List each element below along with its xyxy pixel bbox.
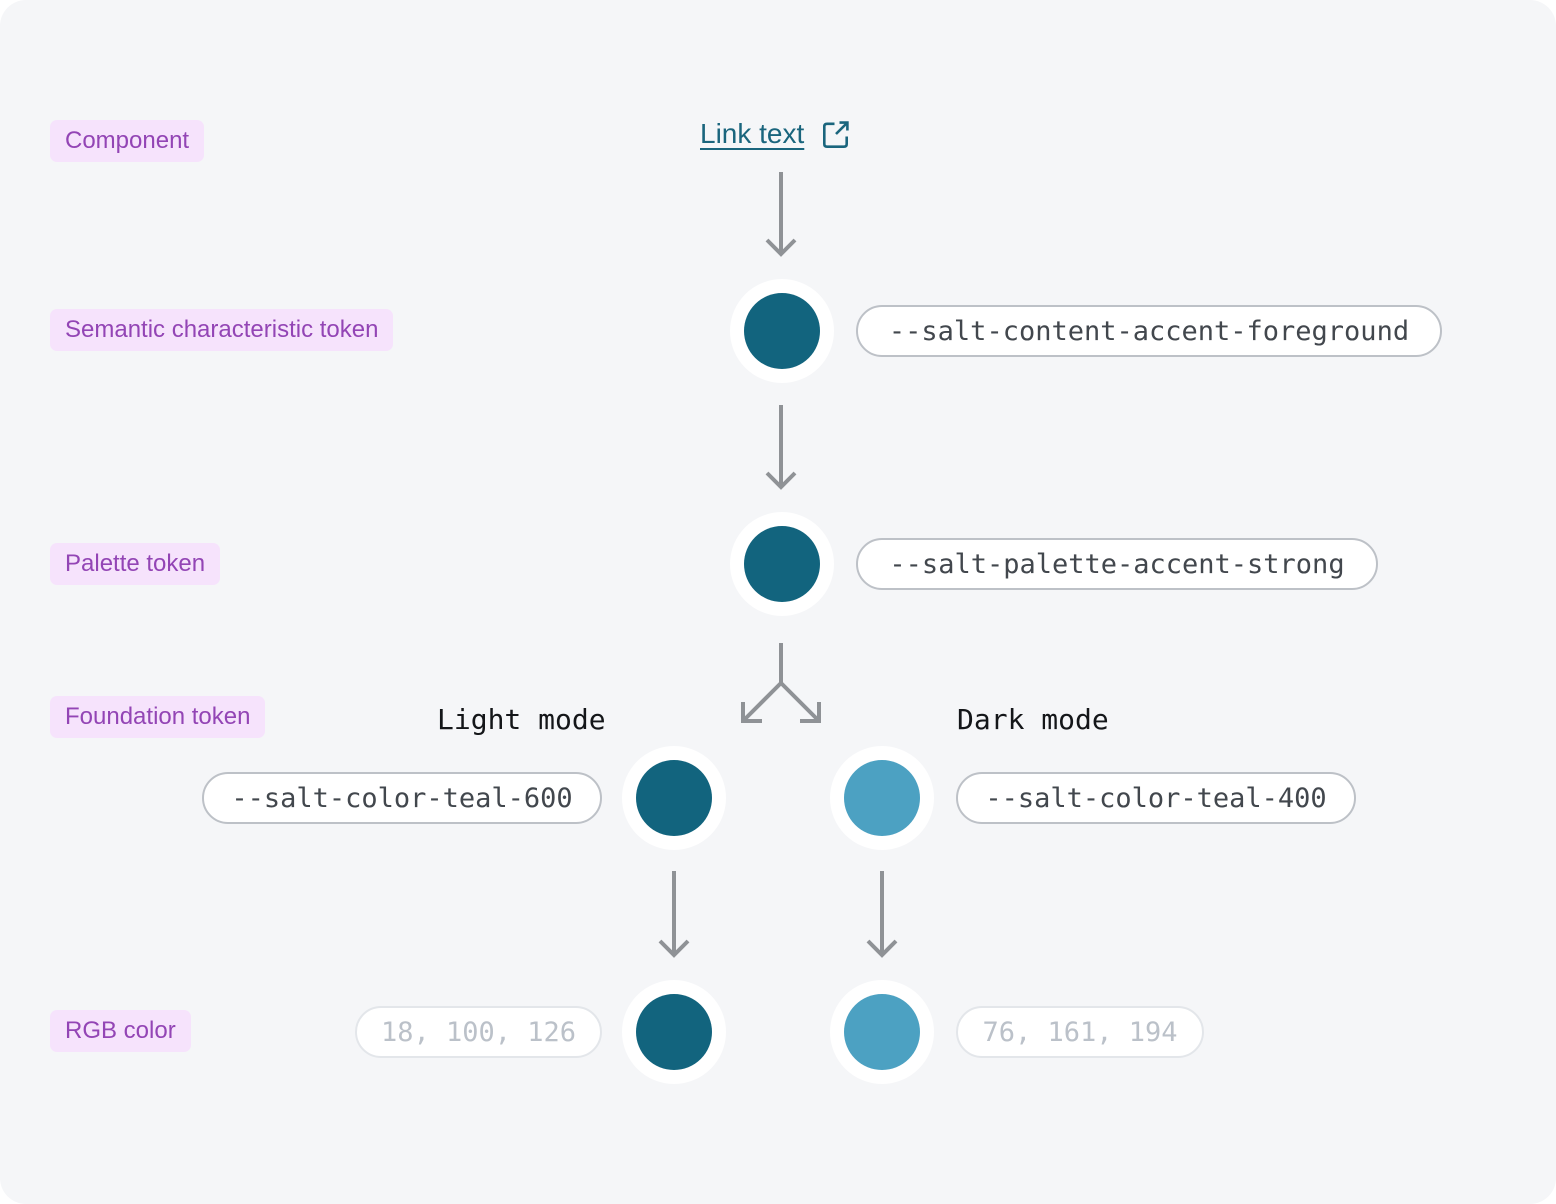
arrow-light-to-rgb	[654, 869, 694, 959]
light-mode-caption: Light mode	[437, 703, 606, 736]
component-row-label: Component	[50, 120, 205, 162]
arrow-semantic-to-palette	[761, 403, 801, 491]
arrow-palette-branch	[717, 641, 845, 725]
arrow-dark-to-rgb	[862, 869, 902, 959]
rgb-light-pill: 18, 100, 126	[355, 1006, 602, 1058]
component-link[interactable]: Link text	[700, 118, 851, 150]
rgb-row-label: RGB color	[50, 1010, 191, 1052]
foundation-dark-swatch	[844, 760, 920, 836]
rgb-light-node	[622, 980, 726, 1084]
foundation-dark-node	[830, 746, 934, 850]
palette-row-label: Palette token	[50, 543, 221, 585]
external-link-icon	[820, 119, 851, 150]
semantic-row-label: Semantic characteristic token	[50, 309, 394, 351]
palette-token-node	[730, 512, 834, 616]
foundation-light-pill: --salt-color-teal-600	[202, 772, 602, 824]
semantic-token-node	[730, 279, 834, 383]
rgb-light-swatch	[636, 994, 712, 1070]
semantic-token-swatch	[744, 293, 820, 369]
foundation-dark-pill: --salt-color-teal-400	[956, 772, 1356, 824]
foundation-light-node	[622, 746, 726, 850]
rgb-dark-swatch	[844, 994, 920, 1070]
foundation-light-swatch	[636, 760, 712, 836]
palette-token-swatch	[744, 526, 820, 602]
link-text[interactable]: Link text	[700, 118, 805, 149]
arrow-link-to-semantic	[761, 170, 801, 258]
dark-mode-caption: Dark mode	[957, 703, 1109, 736]
semantic-token-pill: --salt-content-accent-foreground	[856, 305, 1442, 357]
rgb-dark-node	[830, 980, 934, 1084]
foundation-row-label: Foundation token	[50, 696, 266, 738]
rgb-dark-pill: 76, 161, 194	[956, 1006, 1204, 1058]
palette-token-pill: --salt-palette-accent-strong	[856, 538, 1378, 590]
